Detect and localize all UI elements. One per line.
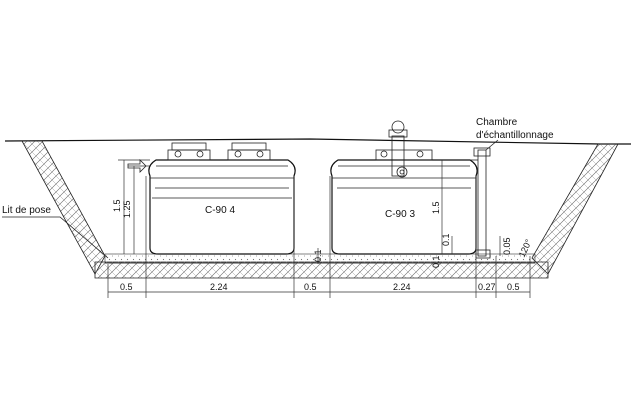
dim-tank1-body: 1.25	[122, 200, 132, 218]
excavation-bottom	[94, 261, 549, 279]
dim-gap-small-a: 0.1	[431, 255, 441, 268]
dim-bottom-4: 2.24	[393, 282, 411, 292]
tank2-label: C-90 3	[385, 209, 415, 220]
dim-bottom-2: 2.24	[210, 282, 228, 292]
dim-tank1-total: 1.5	[112, 199, 122, 212]
dim-chamber-offset: 0.05	[502, 237, 512, 255]
tank1-label: C-90 4	[205, 205, 235, 216]
dim-tank2-inner: 0.1	[441, 233, 451, 246]
chamber-label-line2: d'échantillonnage	[476, 130, 554, 141]
bedding-label: Lit de pose	[2, 205, 51, 216]
dim-tank2-total: 1.5	[431, 201, 441, 214]
chamber-label-line1: Chambre	[476, 117, 518, 128]
tank-c90-4	[127, 142, 296, 255]
excavation-right-wall	[531, 143, 619, 275]
dim-gap-left: 0.1	[313, 249, 323, 262]
sampling-chamber	[470, 147, 491, 259]
dim-bottom-6: 0.5	[507, 282, 520, 292]
dim-bottom-5: 0.27	[478, 282, 496, 292]
dim-bottom-3: 0.5	[304, 282, 317, 292]
dim-bottom-1: 0.5	[120, 282, 133, 292]
